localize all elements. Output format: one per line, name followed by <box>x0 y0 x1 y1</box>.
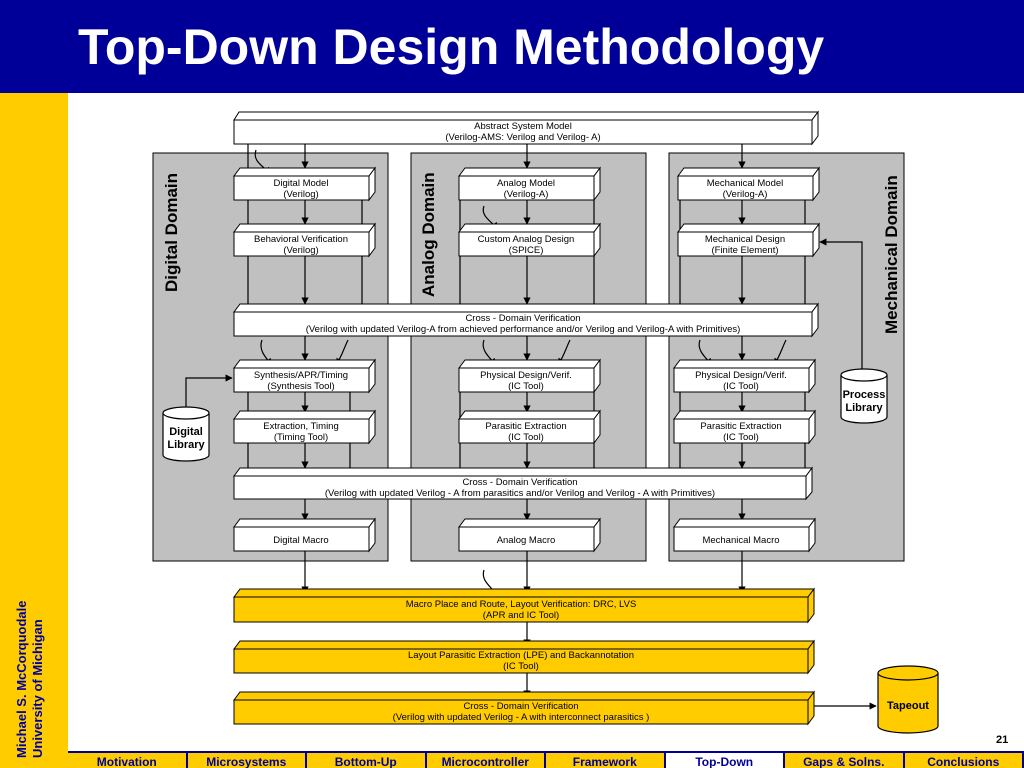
custom-analog-line-1: Custom Analog Design <box>478 234 575 245</box>
left-sidebar-strip <box>0 93 68 768</box>
synthesis-line-2: (Synthesis Tool) <box>267 381 334 392</box>
nav-tab-conclusions[interactable]: Conclusions <box>904 753 1024 768</box>
mechanical-design-line-1: Mechanical Design <box>705 234 785 245</box>
cross2-line-2: (Verilog with updated Verilog - A from p… <box>325 488 715 499</box>
nav-tab-motivation[interactable]: Motivation <box>68 753 188 768</box>
nav-tab-framework[interactable]: Framework <box>546 753 666 768</box>
synthesis-box: Synthesis/APR/Timing (Synthesis Tool) <box>233 358 376 394</box>
page-title: Top-Down Design Methodology <box>78 19 825 75</box>
cross3-line-1: Cross - Domain Verification <box>463 701 578 712</box>
nav-tab-bottom-up[interactable]: Bottom-Up <box>307 753 427 768</box>
parasitic-analog-line-1: Parasitic Extraction <box>485 421 566 432</box>
physical-design-analog-box: Physical Design/Verif. (IC Tool) <box>458 358 601 394</box>
analog-macro-label: Analog Macro <box>497 535 556 546</box>
mechanical-model-box: Mechanical Model (Verilog-A) <box>677 166 820 202</box>
physical-analog-line-1: Physical Design/Verif. <box>480 370 572 381</box>
digital-library-line-2: Library <box>167 439 205 451</box>
process-library-cylinder: Process Library <box>840 368 888 424</box>
mechanical-design-line-2: (Finite Element) <box>711 245 778 256</box>
extraction-timing-box: Extraction, Timing (Timing Tool) <box>233 409 376 445</box>
mechanical-model-line-1: Mechanical Model <box>707 178 784 189</box>
nav-tab-gaps-solns[interactable]: Gaps & Solns. <box>785 753 905 768</box>
physical-mech-line-1: Physical Design/Verif. <box>695 370 787 381</box>
abstract-system-model-box: Abstract System Model (Verilog-AMS: Veri… <box>233 110 819 146</box>
mechanical-macro-label: Mechanical Macro <box>702 535 779 546</box>
analog-model-box: Analog Model (Verilog-A) <box>458 166 601 202</box>
macro-place-line-2: (APR and IC Tool) <box>483 610 559 621</box>
analog-model-line-1: Analog Model <box>497 178 555 189</box>
behavioral-verification-box: Behavioral Verification (Verilog) <box>233 222 376 258</box>
process-library-line-1: Process <box>843 389 886 401</box>
cross-domain-verification-3-box: Cross - Domain Verification (Verilog wit… <box>233 690 815 726</box>
abstract-line-2: (Verilog-AMS: Verilog and Verilog- A) <box>445 132 600 143</box>
cross2-line-1: Cross - Domain Verification <box>462 477 577 488</box>
digital-macro-label: Digital Macro <box>273 535 328 546</box>
mechanical-macro-box: Mechanical Macro <box>673 517 816 553</box>
custom-analog-line-2: (SPICE) <box>509 245 544 256</box>
digital-model-line-2: (Verilog) <box>283 189 318 200</box>
mechanical-domain-label: Mechanical Domain <box>882 175 901 334</box>
tapeout-label: Tapeout <box>887 700 929 712</box>
extraction-timing-line-2: (Timing Tool) <box>274 432 328 443</box>
cross3-line-2: (Verilog with updated Verilog - A with i… <box>393 712 650 723</box>
macro-place-route-box: Macro Place and Route, Layout Verificati… <box>233 587 815 624</box>
cross1-line-2: (Verilog with updated Verilog-A from ach… <box>306 324 741 335</box>
cross-domain-verification-2-box: Cross - Domain Verification (Verilog wit… <box>233 466 813 501</box>
digital-macro-box: Digital Macro <box>233 517 376 553</box>
parasitic-mech-line-1: Parasitic Extraction <box>700 421 781 432</box>
macro-place-line-1: Macro Place and Route, Layout Verificati… <box>406 599 637 610</box>
cross-domain-verification-1-box: Cross - Domain Verification (Verilog wit… <box>233 302 819 338</box>
behavioral-line-2: (Verilog) <box>283 245 318 256</box>
synthesis-line-1: Synthesis/APR/Timing <box>254 370 348 381</box>
parasitic-extraction-mechanical-box: Parasitic Extraction (IC Tool) <box>673 409 816 445</box>
analog-model-line-2: (Verilog-A) <box>504 189 549 200</box>
mechanical-design-box: Mechanical Design (Finite Element) <box>677 222 820 258</box>
nav-tab-top-down[interactable]: Top-Down <box>665 753 785 768</box>
analog-domain-label: Analog Domain <box>419 172 438 297</box>
digital-domain-panel <box>152 152 389 562</box>
digital-model-line-1: Digital Model <box>274 178 329 189</box>
analog-macro-box: Analog Macro <box>458 517 601 553</box>
digital-library-cylinder: Digital Library <box>162 406 210 462</box>
custom-analog-design-box: Custom Analog Design (SPICE) <box>458 222 601 258</box>
physical-design-mechanical-box: Physical Design/Verif. (IC Tool) <box>673 358 816 394</box>
nav-tab-microcontroller[interactable]: Microcontroller <box>426 753 546 768</box>
abstract-line-1: Abstract System Model <box>474 121 572 132</box>
layout-parasitic-extraction-box: Layout Parasitic Extraction (LPE) and Ba… <box>233 639 815 675</box>
cross1-line-1: Cross - Domain Verification <box>465 313 580 324</box>
mechanical-model-line-2: (Verilog-A) <box>723 189 768 200</box>
analog-domain-panel <box>410 152 647 562</box>
physical-mech-line-2: (IC Tool) <box>723 381 759 392</box>
parasitic-mech-line-2: (IC Tool) <box>723 432 759 443</box>
digital-model-box: Digital Model (Verilog) <box>233 166 376 202</box>
page-number: 21 <box>996 734 1009 746</box>
section-nav-bar: Motivation Microsystems Bottom-Up Microc… <box>68 751 1024 768</box>
digital-domain-label: Digital Domain <box>162 173 181 292</box>
layout-parasitic-line-2: (IC Tool) <box>503 661 539 672</box>
process-library-line-2: Library <box>845 402 883 414</box>
nav-tab-microsystems[interactable]: Microsystems <box>187 753 307 768</box>
parasitic-analog-line-2: (IC Tool) <box>508 432 544 443</box>
title-bar <box>0 0 1024 93</box>
physical-analog-line-2: (IC Tool) <box>508 381 544 392</box>
behavioral-line-1: Behavioral Verification <box>254 234 348 245</box>
tapeout-cylinder: Tapeout <box>877 665 939 734</box>
parasitic-extraction-analog-box: Parasitic Extraction (IC Tool) <box>458 409 601 445</box>
extraction-timing-line-1: Extraction, Timing <box>263 421 339 432</box>
layout-parasitic-line-1: Layout Parasitic Extraction (LPE) and Ba… <box>408 650 634 661</box>
digital-library-line-1: Digital <box>169 426 203 438</box>
